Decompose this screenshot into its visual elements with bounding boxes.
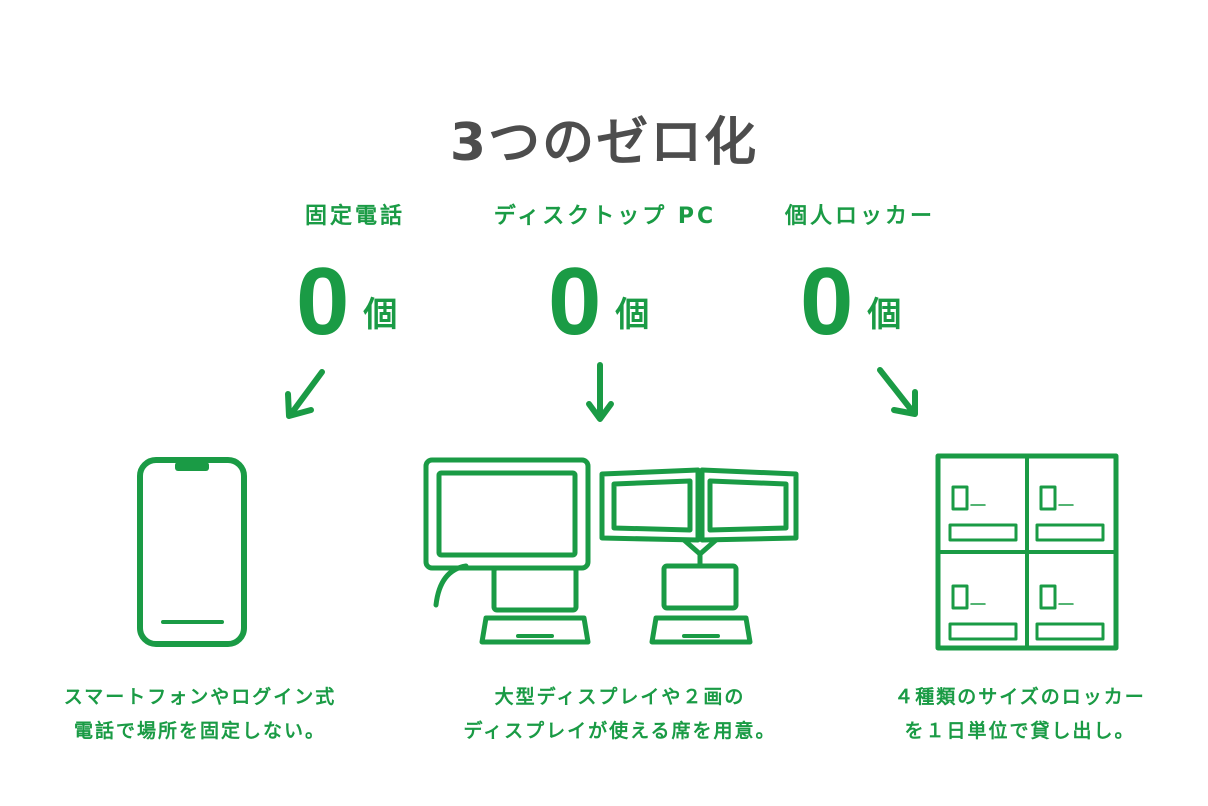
label-fixed-phone: 固定電話 [304,204,405,229]
smartphone-icon [137,457,247,647]
caption-line: 大型ディスプレイや２画の [494,686,746,708]
count-fixed-phone: 0 個 [296,240,397,350]
label-desktop-pc: ディスクトップ PC [493,204,717,229]
arrow-down-left-icon [285,369,325,419]
count-number: 0 [548,248,602,355]
page-title: 3つのゼロ化 [449,113,759,173]
arrow-down-right-icon [877,367,918,417]
arrow-down-icon [586,362,614,422]
count-number: 0 [800,248,854,355]
caption-line: を１日単位で貸し出し。 [904,720,1136,742]
count-unit: 個 [615,295,650,335]
caption-personal-locker: ４種類のサイズのロッカー を１日単位で貸し出し。 [840,680,1200,748]
label-personal-locker: 個人ロッカー [784,204,935,229]
caption-fixed-phone: スマートフォンやログイン式 電話で場所を固定しない。 [20,680,380,748]
caption-line: ディスプレイが使える席を用意。 [463,720,777,742]
monitors-icon [423,457,799,645]
count-unit: 個 [867,295,902,335]
count-personal-locker: 0 個 [800,240,901,350]
caption-line: 電話で場所を固定しない。 [73,720,326,742]
caption-line: ４種類のサイズのロッカー [894,686,1146,708]
count-desktop-pc: 0 個 [548,240,649,350]
count-unit: 個 [363,295,398,335]
locker-icon [935,453,1119,651]
caption-line: スマートフォンやログイン式 [63,686,337,708]
caption-desktop-pc: 大型ディスプレイや２画の ディスプレイが使える席を用意。 [420,680,820,748]
count-number: 0 [296,248,350,355]
